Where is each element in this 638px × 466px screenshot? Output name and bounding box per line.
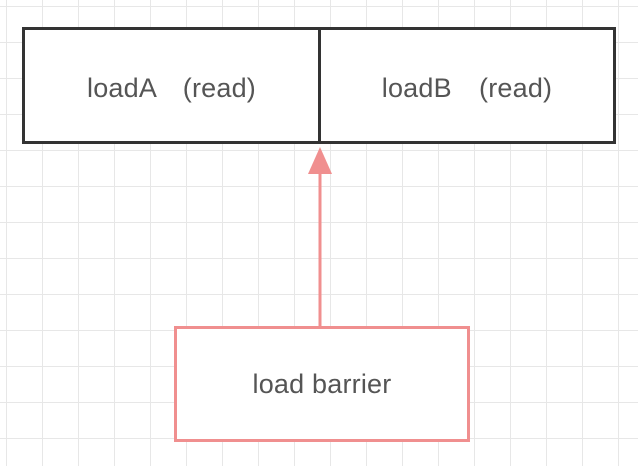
loadA-read-label: loadA (read) [87, 73, 256, 103]
load-barrier-label: load barrier [252, 368, 392, 399]
loadA-read-box: loadA (read) [22, 27, 321, 144]
loadB-read-label: loadB (read) [381, 73, 553, 103]
loadB-read-box: loadB (read) [318, 27, 616, 144]
load-barrier-box: load barrier [174, 326, 470, 442]
arrow-head-icon [308, 147, 332, 174]
